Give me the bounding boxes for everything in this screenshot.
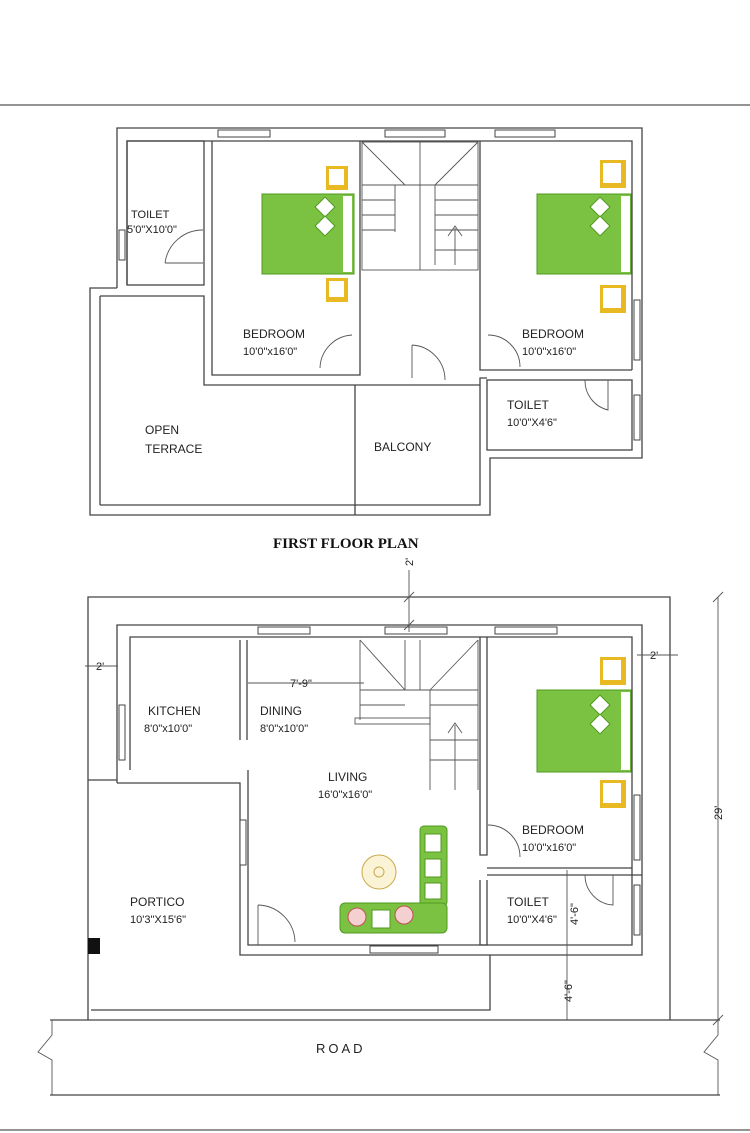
dim-overall-depth: 29' [713,806,725,820]
door-bedroom [487,824,521,858]
room-size: 10'0"x16'0" [243,346,297,358]
gate-post [88,938,100,954]
road: ROAD [37,1019,720,1096]
bed-right [536,160,632,313]
room-size: 8'0"x10'0" [260,723,308,735]
room-size: 10'0"X4'6" [507,914,557,926]
room-name: PORTICO [130,895,184,909]
dimension-lines [85,570,724,1026]
room-name: TOILET [131,209,170,221]
dim-top-setback: 2' [404,558,416,566]
room-name: BEDROOM [522,823,584,837]
room-name: DINING [260,704,302,718]
room-size: 10'0"x16'0" [522,842,576,854]
room-name: TOILET [507,895,549,909]
bed-left [261,166,355,302]
room-size: 5'0"X10'0" [127,224,177,236]
sofa-set [339,825,448,934]
main-door [257,904,296,945]
first-floor-plan: TOILET 5'0"X10'0" BEDROOM 10'0"x16'0" BE… [89,127,643,552]
bed-ground [536,657,632,808]
road-label: ROAD [316,1041,366,1056]
door-toilet-right [584,379,609,411]
dim-toilet-depth: 4'-6" [569,903,581,925]
dim-left-setback: 2' [96,661,104,673]
room-name-2: TERRACE [145,442,202,456]
room-size: 10'0"X4'6" [507,417,557,429]
door-toilet [164,229,204,264]
room-name: KITCHEN [148,704,201,718]
staircase-first-floor [361,141,479,271]
room-name: TOILET [507,398,549,412]
room-name: BEDROOM [243,327,305,341]
dim-dining-width: 7'-9" [290,678,312,690]
room-name: BEDROOM [522,327,584,341]
door-bedroom-right [487,334,521,368]
room-size: 10'3"X15'6" [130,914,186,926]
room-name: OPEN [145,423,179,437]
room-name: LIVING [328,770,367,784]
first-floor-title: FIRST FLOOR PLAN [273,536,419,552]
dim-front-setback: 4'-6" [563,980,575,1002]
room-size: 10'0"x16'0" [522,346,576,358]
room-name: BALCONY [374,440,431,454]
door-balcony [411,344,446,381]
ground-floor-plan: 2' 2' 7'-9" 2' 4'-6" 4'-6" 29' KITCHEN 8… [37,558,725,1096]
room-size: 8'0"x10'0" [144,723,192,735]
staircase-ground-floor [354,639,479,790]
door-bedroom-left [319,334,353,369]
dim-right-setback: 2' [650,650,658,662]
door-toilet [584,874,614,906]
room-size: 16'0"x16'0" [318,789,372,801]
